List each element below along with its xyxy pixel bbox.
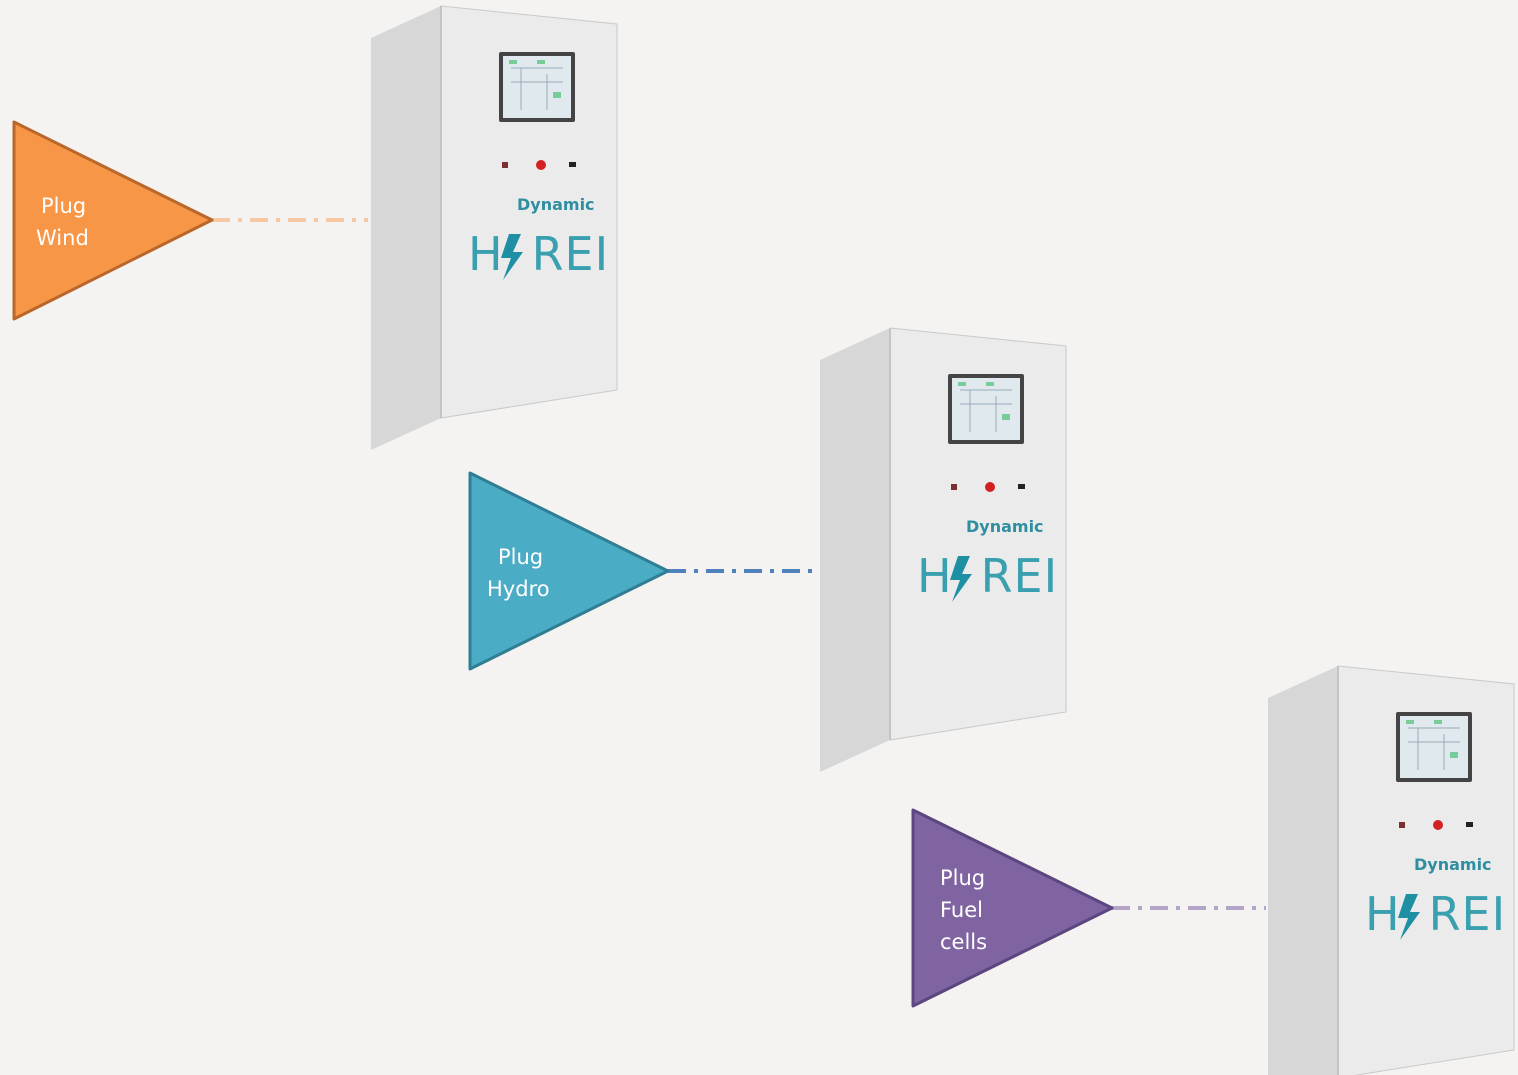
plug-fuel-cells-triangle <box>911 808 1114 1008</box>
cabinet-brand-small: Dynamic <box>1414 855 1492 874</box>
lightning-bolt-icon <box>950 556 972 602</box>
lightning-bolt-icon <box>501 234 523 280</box>
plug-hydro: Plug Hydro <box>468 471 670 671</box>
plug-hydro-line1: Plug <box>498 545 543 569</box>
plug-fuel-cells-line1: Plug <box>940 866 985 890</box>
plug-wind-line2: Wind <box>36 226 89 250</box>
plug-fuel-cells-line2: Fuel <box>940 898 983 922</box>
lightning-bolt-icon <box>1398 894 1420 940</box>
plug-hydro-triangle <box>468 471 670 671</box>
plug-wind-triangle <box>12 120 214 321</box>
plug-fuel-cells: Plug Fuel cells <box>911 808 1114 1008</box>
plug-hydro-line2: Hydro <box>487 577 550 601</box>
plug-wind-line1: Plug <box>41 194 86 218</box>
plug-wind: Plug Wind <box>12 120 214 321</box>
cabinet-brand-small: Dynamic <box>966 517 1044 536</box>
plug-fuel-cells-line3: cells <box>940 930 987 954</box>
cabinet-brand-small: Dynamic <box>517 195 595 214</box>
